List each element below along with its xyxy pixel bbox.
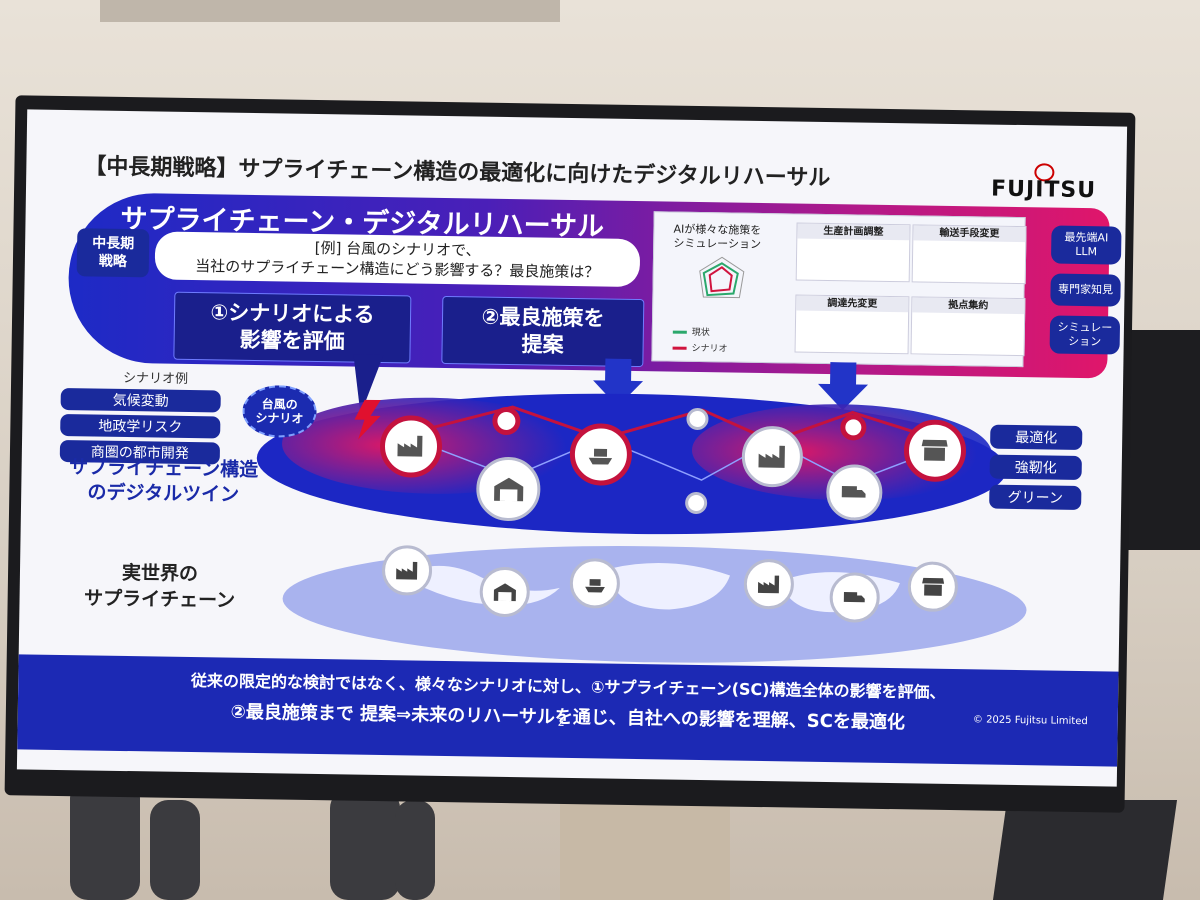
scenario-tag: 気候変動	[60, 387, 221, 413]
presentation-slide: 【中長期戦略】サプライチェーン構造の最適化に向けたデジタルリハーサル FUJIT…	[16, 109, 1128, 787]
step-1-box: ①シナリオによる 影響を評価	[173, 291, 412, 364]
fujitsu-logo: FUJITSU	[990, 176, 1097, 204]
factory-node	[379, 414, 443, 478]
truck-icon	[841, 485, 866, 498]
side-pill-simulation: シミュレー ション	[1049, 315, 1121, 355]
question-line-1: [例] 台風のシナリオで、	[314, 238, 481, 260]
mini-panel: 輸送手段変更	[911, 224, 1027, 285]
slide-title: 【中長期戦略】サプライチェーン構造の最適化に向けたデジタルリハーサル	[84, 154, 831, 192]
store-icon	[922, 440, 949, 462]
factory-node	[743, 558, 795, 610]
copyright: © 2025 Fujitsu Limited	[972, 714, 1088, 728]
laptop	[992, 800, 1178, 900]
store-icon	[921, 577, 944, 596]
truck-node	[829, 572, 881, 623]
strategy-label: 中長期 戦略	[76, 228, 150, 278]
typhoon-scenario-badge: 台風の シナリオ	[242, 384, 317, 438]
step-2-line-2: 提案	[521, 332, 564, 357]
chair	[330, 790, 400, 900]
factory-icon	[757, 575, 779, 594]
factory-icon	[758, 445, 785, 468]
warehouse-node	[479, 566, 531, 618]
factory-node	[381, 545, 433, 596]
wall-display	[1125, 330, 1200, 550]
mini-panel: 生産計画調整	[795, 222, 911, 283]
legend-current: 現状	[672, 325, 710, 338]
outcome-tag: 最適化	[990, 424, 1083, 451]
ceiling-vent	[100, 0, 560, 22]
simulation-panel: AIが様々な施策を シミュレーション 現状 シナリオ 生産計画調整 輸送手段変更…	[651, 211, 1027, 368]
factory-icon	[397, 436, 423, 458]
side-pill-ai: 最先端AI LLM	[1050, 225, 1122, 265]
outcome-tag: グリーン	[989, 484, 1082, 511]
lightning-icon	[354, 399, 381, 440]
outcome-tag: 強靭化	[989, 454, 1082, 481]
factory-icon	[395, 561, 418, 580]
scenario-examples-label: シナリオ例	[122, 370, 189, 387]
truck-node	[825, 464, 883, 521]
store-node	[903, 419, 967, 483]
store-node	[907, 561, 959, 613]
ship-icon	[584, 578, 605, 593]
real-world-label: 実世界の サプライチェーン	[83, 561, 236, 612]
chair	[70, 780, 140, 900]
radar-chart-icon	[699, 256, 745, 299]
step-2-box: ②最良施策を 提案	[441, 295, 645, 368]
question-line-2: 当社のサプライチェーン構造にどう影響する？最良施策は？	[195, 257, 600, 282]
warehouse-icon	[493, 477, 523, 501]
step-1-line-1: ①シナリオによる	[210, 300, 375, 327]
ship-icon	[589, 449, 613, 465]
digital-twin-label: サプライチェーン構造 のデジタルツイン	[68, 456, 259, 506]
mini-panel: 調達先変更	[794, 294, 910, 355]
truck-icon	[843, 591, 865, 603]
callout-pointer	[353, 354, 384, 415]
side-pill-expert: 専門家知見	[1050, 273, 1121, 307]
arrow-down-icon	[818, 362, 869, 411]
scenario-tag: 地政学リスク	[60, 413, 221, 439]
legend-scenario: シナリオ	[672, 341, 728, 354]
page-number: 2	[557, 715, 565, 729]
mini-panel: 拠点集約	[910, 296, 1026, 357]
simulation-heading: AIが様々な施策を シミュレーション	[673, 222, 762, 252]
arrow-down-icon	[593, 358, 644, 407]
warehouse-node	[475, 456, 541, 522]
factory-node	[741, 425, 804, 488]
ship-node	[569, 422, 633, 486]
step-2-line-1: ②最良施策を	[481, 304, 605, 331]
example-question: [例] 台風のシナリオで、 当社のサプライチェーン構造にどう影響する？最良施策は…	[154, 231, 641, 288]
chair	[150, 800, 200, 900]
ship-node	[569, 557, 621, 609]
step-1-line-2: 影響を評価	[239, 327, 345, 354]
warehouse-icon	[493, 583, 516, 601]
chair	[395, 800, 435, 900]
